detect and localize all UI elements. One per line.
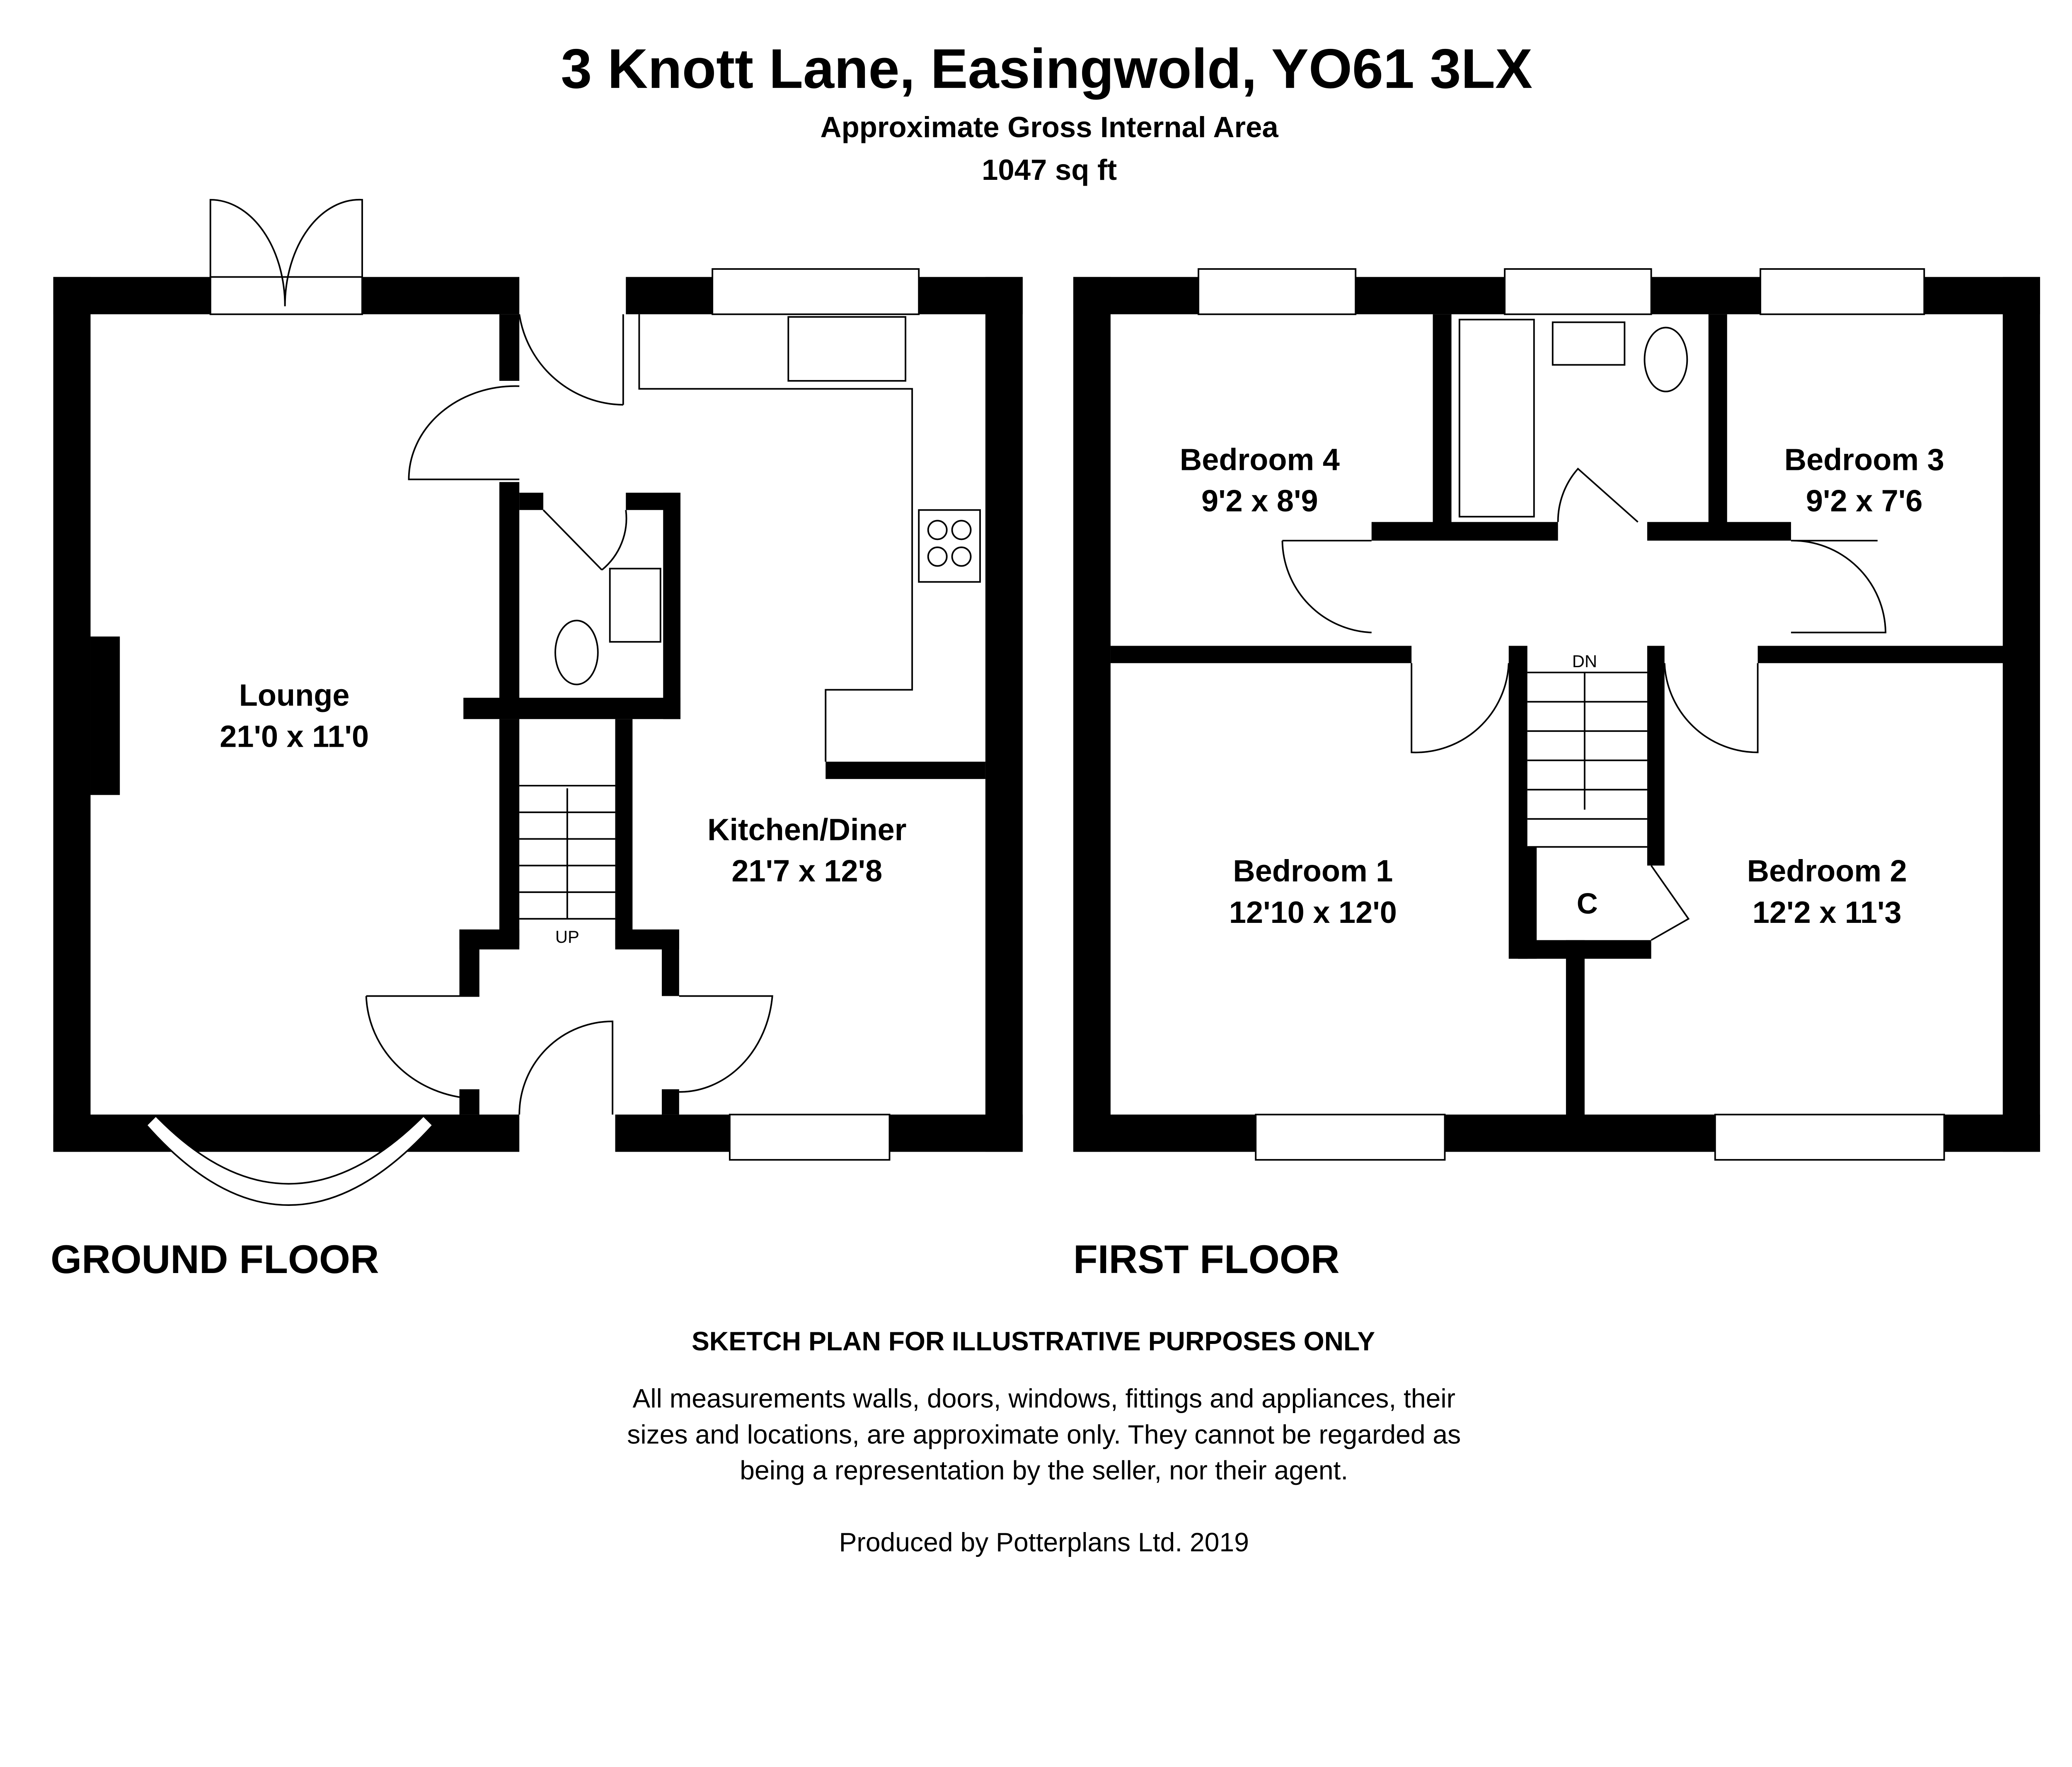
hob <box>918 509 981 583</box>
basin <box>1552 321 1626 366</box>
room-name-bedroom-3: Bedroom 3 <box>1784 442 1944 477</box>
basin <box>609 568 661 643</box>
area-value: 1047 sq ft <box>982 153 1117 186</box>
room-size-lounge: 21'0 x 11'0 <box>220 719 369 754</box>
room-name-kitchen: Kitchen/Diner <box>707 813 906 847</box>
toilet <box>1644 327 1688 392</box>
room-size-bedroom-2: 12'2 x 11'3 <box>1752 895 1902 929</box>
disclaimer-title: SKETCH PLAN FOR ILLUSTRATIVE PURPOSES ON… <box>692 1326 1375 1356</box>
disclaimer-line: sizes and locations, are approximate onl… <box>627 1419 1461 1449</box>
producer-credit: Produced by Potterplans Ltd. 2019 <box>839 1527 1249 1557</box>
stairs-up-label: UP <box>555 927 579 946</box>
window <box>1504 268 1652 315</box>
room-name-bedroom-4: Bedroom 4 <box>1180 442 1340 477</box>
bath <box>1458 319 1535 518</box>
window <box>1255 1113 1446 1161</box>
first-floor-label: FIRST FLOOR <box>1073 1237 1340 1282</box>
room-name-lounge: Lounge <box>239 678 350 712</box>
cupboard-label: C <box>1577 887 1598 920</box>
window <box>1760 268 1925 315</box>
disclaimer-line: All measurements walls, doors, windows, … <box>633 1384 1456 1414</box>
area-label: Approximate Gross Internal Area <box>821 111 1279 143</box>
room-name-bedroom-2: Bedroom 2 <box>1747 854 1907 888</box>
room-size-bedroom-4: 9'2 x 8'9 <box>1201 484 1318 518</box>
ground-floor-plan: UP Lounge 21'0 x 11'0 Kitchen/Diner 21'7… <box>53 198 1023 1206</box>
window <box>1714 1113 1945 1161</box>
disclaimer-line: being a representation by the seller, no… <box>740 1455 1348 1485</box>
window <box>1198 268 1357 315</box>
bay-window <box>145 1115 434 1206</box>
floor-plan: 3 Knott Lane, Easingwold, YO61 3LX Appro… <box>51 37 2040 1557</box>
room-size-kitchen: 21'7 x 12'8 <box>731 854 882 888</box>
room-size-bedroom-1: 12'10 x 12'0 <box>1229 895 1397 929</box>
stairs-down-label: DN <box>1572 651 1597 671</box>
address-title: 3 Knott Lane, Easingwold, YO61 3LX <box>561 37 1532 100</box>
first-floor-plan: DN C Bedroom 4 9'2 x 8'9 Bedroom 3 9'2 x… <box>1073 268 2040 1161</box>
toilet <box>554 620 599 685</box>
window <box>712 268 920 315</box>
ground-floor-label: GROUND FLOOR <box>51 1237 379 1282</box>
room-name-bedroom-1: Bedroom 1 <box>1233 854 1393 888</box>
window <box>729 1113 891 1161</box>
sink <box>787 316 907 382</box>
room-size-bedroom-3: 9'2 x 7'6 <box>1806 484 1923 518</box>
